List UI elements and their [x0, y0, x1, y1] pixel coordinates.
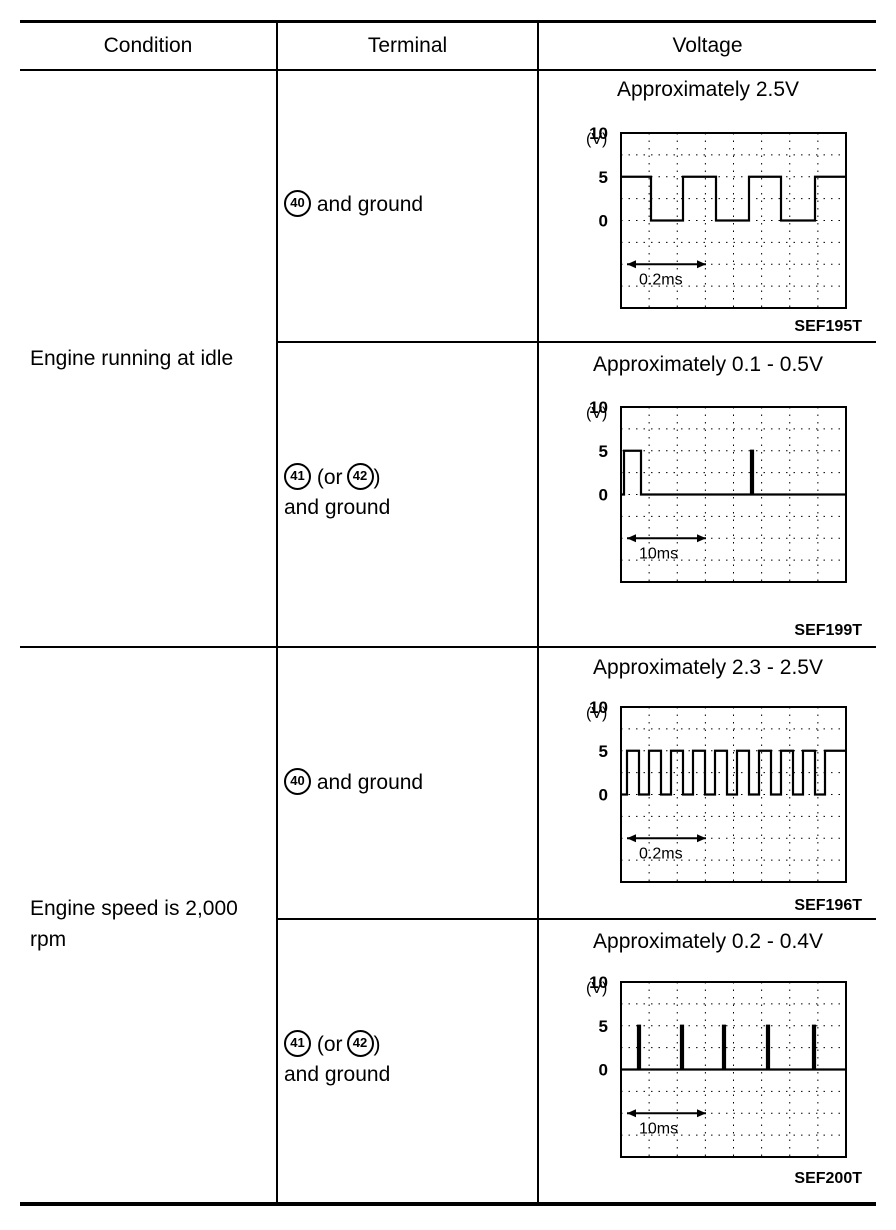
y-tick-label: 10 [589, 698, 608, 717]
terminal-badge-41: 41 [284, 463, 311, 491]
time-arrow-head-left [627, 1109, 636, 1118]
waveform-svg: (V)10 5 0 10ms [586, 973, 847, 1158]
terminal-row3: 40 and ground [284, 768, 423, 798]
and-ground-label: and ground [284, 1063, 391, 1086]
waveform-scope-row3: (V)10 5 0 0.2ms [566, 698, 856, 892]
voltage-value-row4: Approximately 0.2 - 0.4V [593, 930, 823, 953]
or-open-label: (or [316, 1033, 343, 1056]
y-tick-label: 5 [599, 742, 608, 761]
voltage-value-row3: Approximately 2.3 - 2.5V [593, 656, 823, 679]
header-voltage: Voltage [672, 34, 743, 57]
y-tick-label: 0 [599, 1061, 608, 1080]
time-arrow-head-right [697, 1109, 706, 1118]
column-divider-1 [276, 22, 278, 1204]
or-close-label: ) [373, 466, 381, 489]
figure-code-row3: SEF196T [794, 897, 862, 914]
time-division-label: 0.2ms [639, 271, 683, 288]
terminal-badge-41: 41 [284, 1030, 311, 1058]
signal-trace [621, 1024, 846, 1071]
unit-label: (V) [586, 405, 607, 422]
signal-trace [621, 175, 846, 222]
and-ground-label: and ground [316, 193, 424, 216]
waveform-scope-row2: (V)10 5 0 10ms [566, 398, 856, 592]
time-arrow-head-left [627, 260, 636, 269]
row-divider-3 [276, 918, 876, 920]
and-ground-label: and ground [316, 771, 424, 794]
time-division-label: 0.2ms [639, 845, 683, 862]
signal-trace [621, 749, 846, 796]
y-tick-label: 10 [589, 124, 608, 143]
header-bottom-border [20, 69, 876, 71]
or-open-label: (or [316, 466, 343, 489]
y-tick-label: 5 [599, 442, 608, 461]
waveform-scope-row4: (V)10 5 0 10ms [566, 973, 856, 1167]
column-divider-2 [537, 22, 539, 1204]
terminal-badge-40: 40 [284, 768, 311, 796]
time-division-label: 10ms [639, 1120, 678, 1137]
y-tick-label: 5 [599, 168, 608, 187]
y-tick-label: 0 [599, 212, 608, 231]
header-terminal: Terminal [367, 34, 448, 57]
y-tick-label: 0 [599, 486, 608, 505]
time-arrow-head-left [627, 834, 636, 843]
y-tick-label: 10 [589, 398, 608, 417]
condition-2000rpm: Engine speed is 2,000 rpm [30, 897, 238, 951]
waveform-svg: (V)10 5 0 0.2ms [586, 124, 847, 309]
or-close-label: ) [373, 1033, 381, 1056]
table-top-border [20, 20, 876, 23]
waveform-svg: (V)10 5 0 0.2ms [586, 698, 847, 883]
unit-label: (V) [586, 705, 607, 722]
terminal-badge-42: 42 [346, 1030, 374, 1058]
voltage-value-row2: Approximately 0.1 - 0.5V [593, 353, 823, 376]
voltage-value-row1: Approximately 2.5V [616, 78, 800, 101]
terminal-badge-40: 40 [284, 190, 311, 218]
condition-idle: Engine running at idle [30, 347, 234, 370]
figure-code-row2: SEF199T [794, 622, 862, 639]
figure-code-row4: SEF200T [794, 1170, 862, 1187]
waveform-scope-row1: (V)10 5 0 0.2ms [566, 124, 856, 318]
terminal-row1: 40 and ground [284, 190, 423, 220]
time-arrow-head-right [697, 534, 706, 543]
y-tick-label: 10 [589, 973, 608, 992]
waveform-svg: (V)10 5 0 10ms [586, 398, 847, 583]
table-bottom-border [20, 1202, 876, 1206]
time-arrow-head-right [697, 260, 706, 269]
unit-label: (V) [586, 131, 607, 148]
time-division-label: 10ms [639, 545, 678, 562]
header-condition: Condition [103, 34, 193, 57]
group-divider [20, 646, 876, 648]
y-tick-label: 0 [599, 786, 608, 805]
and-ground-label: and ground [284, 496, 391, 519]
time-arrow-head-left [627, 534, 636, 543]
terminal-badge-42: 42 [346, 463, 374, 491]
y-tick-label: 5 [599, 1017, 608, 1036]
figure-code-row1: SEF195T [794, 318, 862, 335]
unit-label: (V) [586, 980, 607, 997]
row-divider-1 [276, 341, 876, 343]
signal-trace [621, 449, 846, 496]
time-arrow-head-right [697, 834, 706, 843]
